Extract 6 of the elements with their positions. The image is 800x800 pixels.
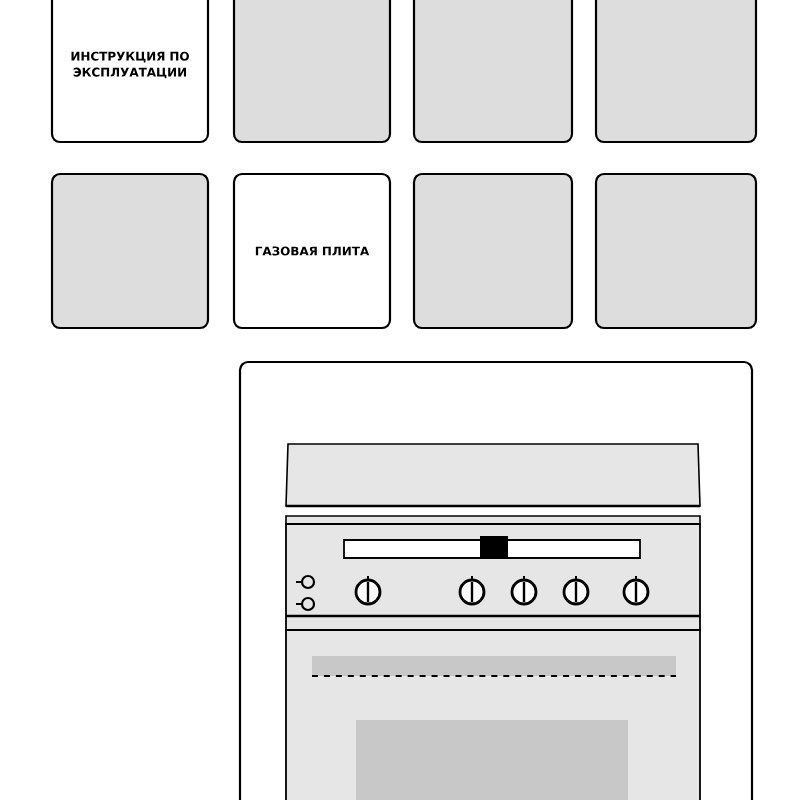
blank-card <box>50 172 210 330</box>
blank-card <box>412 0 574 144</box>
blank-card <box>232 0 392 144</box>
blank-card <box>412 172 574 330</box>
blank-card <box>594 172 758 330</box>
blank-card <box>594 0 758 144</box>
